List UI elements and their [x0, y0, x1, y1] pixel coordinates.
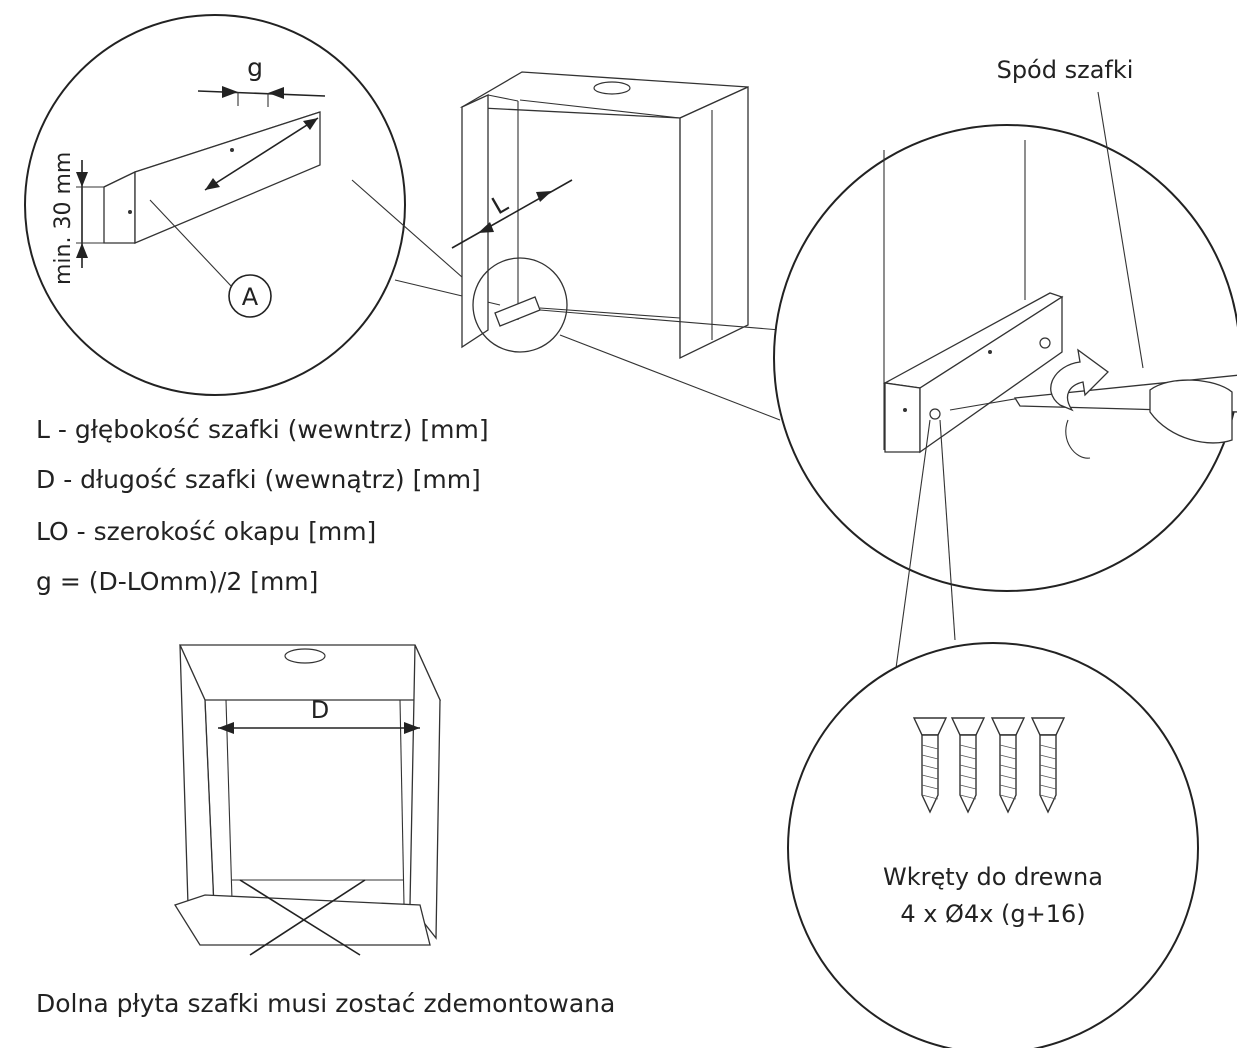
arrow-head	[404, 722, 420, 734]
cabinet-bottom-leader	[1097, 91, 1144, 369]
removal-cross	[239, 879, 361, 956]
batten-hole	[128, 210, 132, 214]
d-label: D	[311, 696, 329, 724]
wood-screw-icon	[1030, 717, 1066, 814]
cabinet-right-outer	[679, 85, 749, 360]
screwdriver-shaft	[949, 397, 1021, 411]
batten-hole	[988, 350, 992, 354]
wood-screw-icon	[912, 717, 948, 814]
legend: L - głębokość szafki (wewntrz) [mm] D - …	[36, 415, 489, 596]
detail-connector	[939, 419, 956, 641]
duct-hole	[284, 648, 326, 664]
cabinet-right-inner	[399, 699, 405, 906]
cabinet-bottom-edge	[539, 307, 681, 319]
arrow-head	[76, 172, 88, 187]
arrow-head	[218, 722, 234, 734]
detail-circle-batten: g min. 30 mm A	[24, 14, 406, 396]
cabinet-top-view: L	[451, 71, 749, 360]
detail-connector	[889, 419, 931, 713]
screw-head	[929, 408, 941, 420]
cabinet-front-view: D	[174, 644, 442, 956]
cabinet-bottom-label: Spód szafki	[997, 56, 1134, 84]
arrow-head	[536, 191, 552, 202]
arrow-head	[268, 87, 284, 99]
cabinet-right-wall	[409, 644, 441, 940]
arrow-head	[205, 178, 220, 190]
batten-end-face	[884, 382, 921, 453]
a-callout-circle	[228, 274, 272, 318]
screws-title: Wkręty do drewna	[883, 863, 1103, 891]
arrow-head	[303, 118, 318, 130]
detail-circle-outline	[787, 642, 1199, 1048]
legend-line: g = (D-LOmm)/2 [mm]	[36, 567, 318, 596]
caption: Dolna płyta szafki musi zostać zdemontow…	[36, 989, 615, 1018]
screw-set	[912, 717, 1066, 814]
removal-cross	[249, 879, 366, 956]
l-dimension-line	[451, 179, 573, 249]
detail-circle-screws: Wkręty do drewna 4 x Ø4x (g+16)	[787, 642, 1199, 1048]
a-label: A	[242, 283, 259, 311]
rotation-arrow-icon	[1050, 348, 1109, 412]
arrow-head	[222, 86, 238, 98]
magnifier-circle	[472, 257, 568, 353]
legend-line: LO - szerokość okapu [mm]	[36, 517, 376, 546]
cabinet-edge	[204, 699, 216, 931]
cabinet-back-edge	[519, 99, 681, 119]
wood-screw-icon	[990, 717, 1026, 814]
cabinet-edge	[487, 94, 519, 102]
batten-front-face	[919, 295, 1063, 454]
g-dimension-line	[197, 90, 326, 97]
min-height-label: min. 30 mm	[51, 152, 76, 285]
detail-connector	[539, 309, 781, 331]
cabinet-left-inner	[225, 699, 233, 901]
batten-hole	[230, 148, 234, 152]
detail-circle-screwing: Spód szafki	[773, 56, 1237, 592]
legend-line: D - długość szafki (wewnątrz) [mm]	[36, 465, 481, 494]
batten-length-arrow	[204, 117, 319, 191]
screws-spec: 4 x Ø4x (g+16)	[900, 900, 1085, 928]
cabinet-left-outer	[461, 93, 489, 349]
legend-line: L - głębokość szafki (wewntrz) [mm]	[36, 415, 489, 444]
g-label: g	[247, 53, 263, 82]
wood-screw-icon	[950, 717, 986, 814]
arrow-head	[76, 243, 88, 258]
screwdriver-handle	[1149, 379, 1233, 444]
batten-front-face	[134, 111, 321, 244]
a-leader-line	[149, 199, 233, 288]
rotation-arrow-tail	[1065, 419, 1091, 459]
duct-hole	[593, 81, 631, 95]
arrow-head	[478, 222, 494, 233]
screw-head	[1039, 337, 1051, 349]
detail-connector	[559, 334, 781, 421]
batten-hole	[903, 408, 907, 412]
